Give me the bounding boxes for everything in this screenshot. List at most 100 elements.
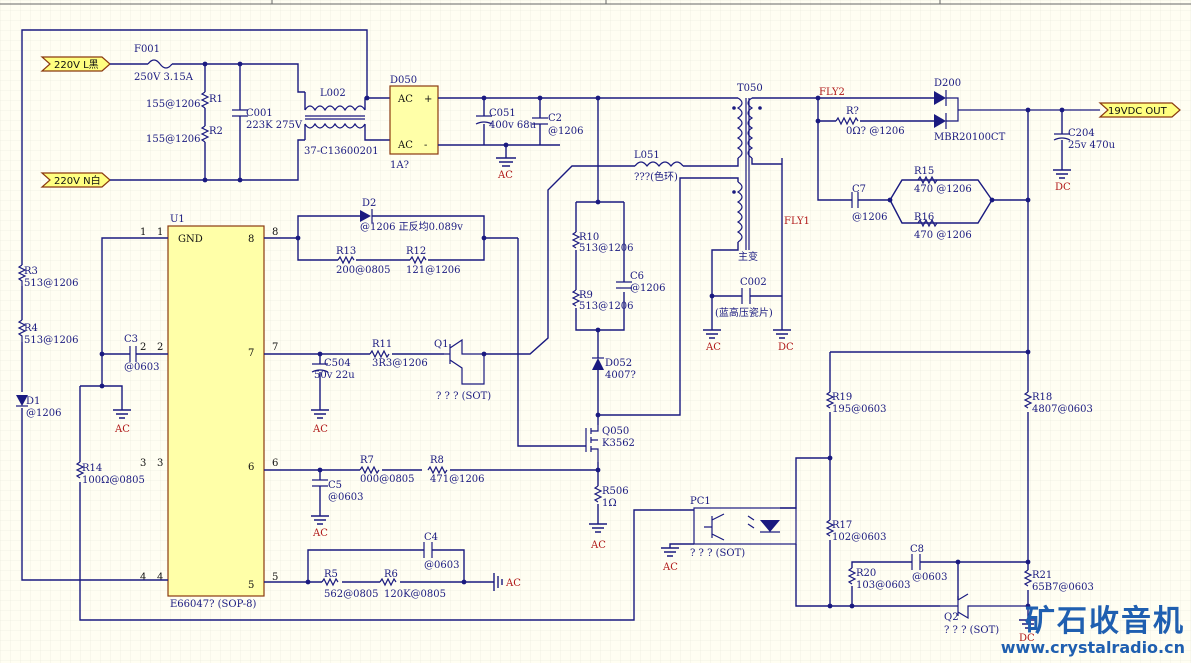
svg-text:???(色环): ???(色环) [634,170,678,183]
svg-text:220V L黑: 220V L黑 [54,59,99,71]
svg-text:103@0603: 103@0603 [856,580,911,591]
resistor-r-unk [835,116,859,126]
ground-dc-2: DC [1053,169,1071,193]
svg-text:@0603: @0603 [424,560,459,571]
svg-text:R8: R8 [430,455,444,466]
svg-text:@1206: @1206 [548,126,583,137]
ground-ac-2: AC [703,329,721,353]
svg-text:@1206: @1206 [630,283,665,294]
svg-text:3: 3 [140,458,146,469]
svg-text:25v 470u: 25v 470u [1068,140,1116,151]
svg-text:4007?: 4007? [605,370,636,381]
resistor-r506 [593,485,603,503]
svg-text:5: 5 [272,572,278,583]
svg-text:3R3@1206: 3R3@1206 [372,358,428,369]
svg-text:513@1206: 513@1206 [579,243,634,254]
svg-text:DC: DC [1055,182,1071,193]
capacitor-c002 [741,288,751,304]
optocoupler-pc1 [693,507,797,545]
ground-ac-7: AC [493,573,521,591]
svg-text:155@1206: 155@1206 [146,134,201,145]
svg-text:7: 7 [272,342,278,353]
ground-ac-4: AC [113,409,131,435]
ic-u1 [167,225,265,597]
svg-text:-: - [424,140,427,151]
ground-ac-1: AC [496,145,516,181]
svg-text:65B7@0603: 65B7@0603 [1032,582,1094,593]
svg-text:FLY1: FLY1 [784,216,810,227]
svg-text:8: 8 [248,234,254,245]
diode-d2 [360,210,371,222]
svg-text:400v 68u: 400v 68u [489,120,537,131]
svg-text:FLY2: FLY2 [819,87,845,98]
ground-ac-5: AC [311,409,329,435]
svg-text:AC: AC [312,528,328,539]
svg-text:C8: C8 [910,544,924,555]
f001-val: 250V 3.15A [134,72,194,83]
svg-text:2: 2 [157,342,163,353]
capacitor-c8 [911,554,921,570]
capacitor-c504 [311,363,329,373]
svg-text:R?: R? [846,106,859,117]
port-out: 19VDC OUT [1098,102,1181,118]
svg-text:AC: AC [397,94,413,105]
choke-l002 [304,92,390,141]
svg-text:C7: C7 [852,184,866,195]
svg-text:DC: DC [778,342,794,353]
ground-dc-3: DC [1019,619,1037,644]
svg-text:C504: C504 [324,358,351,369]
svg-text:223K 275V: 223K 275V [246,120,303,131]
svg-text:200@0805: 200@0805 [336,265,391,276]
bridge-d050 [389,85,439,155]
svg-text:471@1206: 471@1206 [430,474,485,485]
svg-text:4: 4 [140,572,146,583]
svg-text:Q1: Q1 [434,339,449,350]
svg-text:@1206: @1206 [852,212,887,223]
ground-ac-6: AC [311,515,329,539]
svg-text:R21: R21 [1032,570,1052,581]
svg-text:513@1206: 513@1206 [579,301,634,312]
resistor-r9 [571,289,581,307]
svg-text:MBR20100CT: MBR20100CT [934,132,1006,143]
svg-text:470 @1206: 470 @1206 [914,230,972,241]
svg-text:R11: R11 [372,339,392,350]
svg-text:AC: AC [312,424,328,435]
svg-text:C4: C4 [424,532,438,543]
svg-text:R15: R15 [914,166,934,177]
port-l-in: 220V L黑 [40,56,111,72]
svg-text:C001: C001 [246,108,273,119]
resistor-r20 [847,567,857,585]
transformer-t050 [736,97,754,250]
resistor-r10 [571,231,581,249]
svg-text:@0603: @0603 [328,492,363,503]
capacitor-c204 [1053,133,1071,141]
resistor-r5 [321,577,339,587]
svg-text:121@1206: 121@1206 [406,265,461,276]
svg-text:(蓝高压瓷片): (蓝高压瓷片) [715,306,773,319]
capacitor-c2 [532,117,548,125]
resistor-r4 [17,319,27,342]
svg-text:R9: R9 [579,290,593,301]
svg-text:513@1206: 513@1206 [24,278,79,289]
svg-text:@0603: @0603 [912,572,947,583]
svg-text:D050: D050 [390,75,417,86]
watermark-url: www.crystalradio.cn [1000,638,1185,657]
svg-text:2: 2 [140,342,146,353]
svg-text:1A?: 1A? [390,160,409,171]
resistor-r8 [427,465,448,475]
fuse-f001 [147,59,173,69]
svg-text:R2: R2 [209,126,223,137]
svg-text:主变: 主变 [738,250,758,263]
transistor-q1 [444,338,485,385]
svg-text:C204: C204 [1068,128,1095,139]
svg-text:120K@0805: 120K@0805 [384,589,446,600]
svg-text:37-C13600201: 37-C13600201 [304,146,379,157]
svg-text:562@0805: 562@0805 [324,589,379,600]
svg-text:220V N白: 220V N白 [54,174,101,187]
svg-text:50v 22u: 50v 22u [314,370,355,381]
svg-text:155@1206: 155@1206 [146,99,201,110]
svg-text:AC: AC [397,140,413,151]
svg-text:R4: R4 [24,323,38,334]
svg-text:D2: D2 [362,198,376,209]
capacitor-c4 [423,542,433,558]
